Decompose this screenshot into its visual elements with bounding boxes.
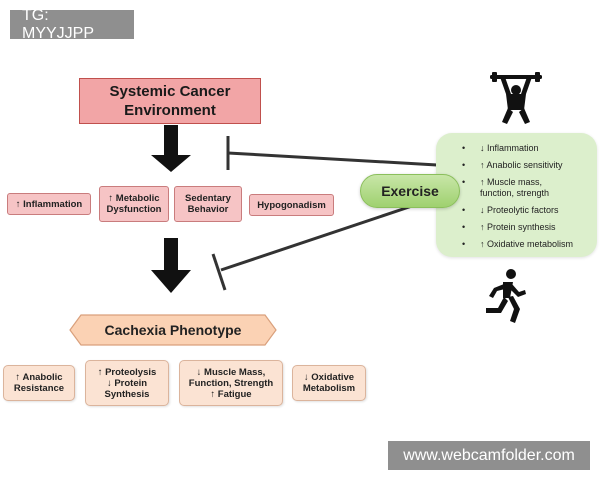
factor-sedentary-line1: Sedentary (185, 193, 231, 204)
systemic-title-line2: Environment (124, 102, 216, 119)
benefit-item: •↑ Muscle mass,function, strength (462, 177, 550, 198)
phenotype-muscle-mass: ↓ Muscle Mass, Function, Strength ↑ Fati… (179, 360, 283, 406)
exercise-pill: Exercise (360, 174, 460, 208)
factor-hypogonadism-label: Hypogonadism (257, 199, 326, 211)
factor-inflammation: ↑ Inflammation (7, 193, 91, 215)
bottom-watermark: www.webcamfolder.com (388, 441, 590, 470)
down-arrow-lower (151, 238, 191, 293)
inhibition-line-upper (226, 136, 438, 170)
benefit-item: •↓ Proteolytic factors (462, 205, 559, 215)
benefit-item: •↑ Anabolic sensitivity (462, 160, 563, 170)
weightlifter-icon (490, 72, 542, 124)
cachexia-phenotype-banner (69, 314, 277, 346)
factor-metabolic-line2: Dysfunction (106, 204, 162, 215)
phenotype-anabolic-line1: ↑ Anabolic (15, 372, 63, 383)
runner-icon (486, 269, 526, 323)
factor-inflammation-label: ↑ Inflammation (15, 198, 83, 210)
phenotype-muscle-line3: ↑ Fatigue (210, 388, 252, 400)
factor-sedentary-line2: Behavior (187, 204, 229, 215)
phenotype-oxidative-line1: ↓ Oxidative (303, 372, 355, 383)
down-arrow-upper (151, 125, 191, 172)
phenotype-proteolysis-line1: ↑ Proteolysis (97, 366, 157, 378)
phenotype-proteolysis-line3: Synthesis (104, 388, 150, 400)
cachexia-phenotype-text: Cachexia Phenotype (104, 322, 242, 338)
systemic-title-line1: Systemic Cancer (109, 83, 231, 100)
phenotype-proteolysis: ↑ Proteolysis ↓ Protein Synthesis (85, 360, 169, 406)
exercise-benefits-panel: •↓ Inflammation •↑ Anabolic sensitivity … (436, 133, 597, 257)
phenotype-anabolic-line2: Resistance (13, 383, 65, 394)
systemic-cancer-environment-box: Systemic Cancer Environment (79, 78, 261, 124)
phenotype-anabolic-resistance: ↑ Anabolic Resistance (3, 365, 75, 401)
factor-sedentary-behavior: Sedentary Behavior (174, 186, 242, 222)
factor-hypogonadism: Hypogonadism (249, 194, 334, 216)
phenotype-proteolysis-line2: ↓ Protein (106, 377, 148, 389)
phenotype-oxidative-line2: Metabolism (302, 383, 356, 394)
exercise-label: Exercise (381, 183, 439, 199)
cachexia-phenotype-title: Cachexia Phenotype (69, 314, 277, 346)
bottom-watermark-text: www.webcamfolder.com (403, 446, 575, 464)
benefit-item: •↑ Oxidative metabolism (462, 239, 574, 249)
phenotype-oxidative-metabolism: ↓ Oxidative Metabolism (292, 365, 366, 401)
factor-metabolic-dysfunction: ↑ Metabolic Dysfunction (99, 186, 169, 222)
phenotype-muscle-line1: ↓ Muscle Mass, (196, 366, 266, 378)
top-watermark: TG: MYYJJPP (10, 7, 134, 42)
phenotype-muscle-line2: Function, Strength (188, 377, 274, 389)
benefit-item: •↓ Inflammation (462, 143, 539, 153)
benefit-item: •↑ Protein synthesis (462, 222, 556, 232)
factor-metabolic-line1: ↑ Metabolic (108, 193, 160, 204)
inhibition-line-lower (211, 204, 413, 291)
top-watermark-text: TG: MYYJJPP (22, 6, 95, 42)
exercise-benefits-list: •↓ Inflammation •↑ Anabolic sensitivity … (462, 143, 589, 250)
